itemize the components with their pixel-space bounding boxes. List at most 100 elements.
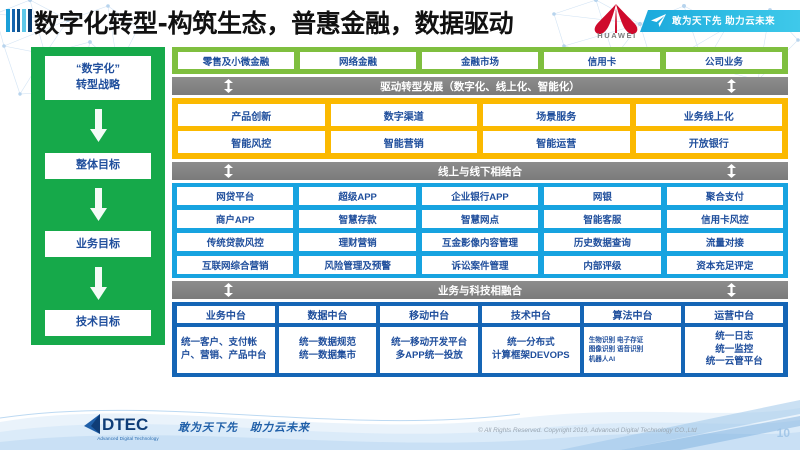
- connector-bar-online-offline: 线上与线下相结合: [172, 162, 788, 180]
- title-accent-stripes: [6, 9, 32, 32]
- arrow-down-icon-3: [89, 257, 107, 310]
- platform-header[interactable]: 移动中台: [380, 306, 479, 323]
- paper-plane-icon: [651, 14, 666, 27]
- connector-bar-drive-transformation: 驱动转型发展（数字化、线上化、智能化）: [172, 77, 788, 95]
- slogan-ribbon: [640, 10, 800, 32]
- platform-column-mobile: 移动中台 统一移动开发平台 多APP统一投放: [380, 306, 479, 373]
- platform-body: 统一日志 统一监控 统一云管平台: [685, 327, 784, 373]
- arrow-down-icon-2: [89, 179, 107, 232]
- platform-body: 统一分布式 计算框架DEVOPS: [482, 327, 580, 373]
- business-lines-band: 零售及小微金融 网络金融 金融市场 信用卡 公司业务: [172, 47, 788, 74]
- platform-body: 统一移动开发平台 多APP统一投放: [380, 327, 479, 373]
- strategy-label: 业务目标: [76, 237, 120, 250]
- strategy-label: 整体目标: [76, 158, 120, 171]
- channel-cell[interactable]: 网银: [544, 187, 661, 205]
- page-title: 数字化转型-构筑生态，普惠金融，数据驱动: [34, 9, 514, 38]
- channel-cell[interactable]: 智慧存款: [299, 210, 416, 228]
- transformation-row: 智能风控 智能营销 智能运营 开放银行: [178, 131, 782, 153]
- platform-header[interactable]: 技术中台: [482, 306, 580, 323]
- business-line-cell[interactable]: 网络金融: [300, 52, 416, 69]
- platform-column-data: 数据中台 统一数据规范 统一数据集市: [278, 306, 377, 373]
- page-number: 10: [776, 426, 790, 440]
- business-line-cell[interactable]: 公司业务: [666, 52, 782, 69]
- channel-cell[interactable]: 风险管理及预警: [299, 256, 416, 274]
- connector-label: 驱动转型发展（数字化、线上化、智能化）: [380, 80, 580, 93]
- transformation-cell[interactable]: 产品创新: [178, 104, 325, 126]
- platform-column-operations: 运营中台 统一日志 统一监控 统一云管平台: [685, 306, 784, 373]
- strategy-item-business-goal[interactable]: 业务目标: [45, 231, 151, 258]
- channel-cell[interactable]: 企业银行APP: [421, 187, 539, 205]
- architecture-stack: 零售及小微金融 网络金融 金融市场 信用卡 公司业务 驱动转型发展（数字化、线上…: [172, 47, 788, 377]
- transformation-cell[interactable]: 智能风控: [178, 131, 325, 153]
- channel-cell[interactable]: 网贷平台: [177, 187, 294, 205]
- channels-row: 商户APP 智慧存款 智慧网点 智能客服 信用卡风控: [177, 210, 784, 228]
- channel-cell[interactable]: 流量对接: [666, 233, 784, 251]
- transformation-cell[interactable]: 场景服务: [483, 104, 630, 126]
- platform-column-algorithm: 算法中台 生物识别 电子存证 图像识别 语音识别 机器人AI: [583, 306, 682, 373]
- business-line-cell[interactable]: 信用卡: [544, 52, 660, 69]
- channel-cell[interactable]: 历史数据查询: [544, 233, 661, 251]
- platforms-table: 业务中台 统一客户、支付帐户、营销、产品中台 数据中台 统一数据规范 统一数据集…: [177, 306, 784, 373]
- platform-header[interactable]: 运营中台: [685, 306, 784, 323]
- platforms-band: 业务中台 统一客户、支付帐户、营销、产品中台 数据中台 统一数据规范 统一数据集…: [172, 302, 788, 377]
- transformation-cell[interactable]: 开放银行: [635, 131, 782, 153]
- strategy-label-line1: “数字化”: [76, 63, 120, 76]
- huawei-logo-icon: [594, 4, 638, 35]
- transformation-band: 产品创新 数字渠道 场景服务 业务线上化 智能风控 智能营销 智能运营 开放银行: [172, 98, 788, 159]
- double-arrow-icon: [727, 79, 736, 93]
- channel-cell[interactable]: 聚合支付: [666, 187, 784, 205]
- channels-row: 传统贷款风控 理财营销 互金影像内容管理 历史数据查询 流量对接: [177, 233, 784, 251]
- arrow-down-icon-1: [89, 100, 107, 153]
- connector-label: 线上与线下相结合: [438, 165, 522, 178]
- platform-header[interactable]: 业务中台: [177, 306, 275, 323]
- double-arrow-icon: [224, 164, 233, 178]
- transformation-row: 产品创新 数字渠道 场景服务 业务线上化: [178, 104, 782, 126]
- strategy-item-digital-transformation[interactable]: “数字化” 转型战略: [45, 56, 151, 100]
- channel-cell[interactable]: 超级APP: [299, 187, 416, 205]
- business-line-cell[interactable]: 金融市场: [422, 52, 538, 69]
- channel-cell[interactable]: 互联网综合营销: [177, 256, 294, 274]
- svg-text:DTEC: DTEC: [102, 415, 148, 434]
- dtec-logo-subtitle: Advanced Digital Technology: [97, 436, 159, 441]
- transformation-cell[interactable]: 智能营销: [330, 131, 477, 153]
- platform-column-business: 业务中台 统一客户、支付帐户、营销、产品中台: [177, 306, 275, 373]
- strategy-item-technology-goal[interactable]: 技术目标: [45, 310, 151, 337]
- double-arrow-icon: [224, 79, 233, 93]
- strategy-label-line2: 转型战略: [76, 79, 120, 91]
- double-arrow-icon: [727, 283, 736, 297]
- connector-bar-business-technology: 业务与科技相融合: [172, 281, 788, 299]
- channel-cell[interactable]: 内部评级: [544, 256, 661, 274]
- channels-row: 网贷平台 超级APP 企业银行APP 网银 聚合支付: [177, 187, 784, 205]
- channel-cell[interactable]: 商户APP: [177, 210, 294, 228]
- double-arrow-icon: [224, 283, 233, 297]
- channel-cell[interactable]: 传统贷款风控: [177, 233, 294, 251]
- business-lines-row: 零售及小微金融 网络金融 金融市场 信用卡 公司业务: [178, 52, 782, 69]
- transformation-cell[interactable]: 智能运营: [483, 131, 630, 153]
- double-arrow-icon: [727, 164, 736, 178]
- strategy-label: 技术目标: [76, 316, 120, 329]
- channel-cell[interactable]: 资本充足评定: [666, 256, 784, 274]
- transformation-cell[interactable]: 业务线上化: [635, 104, 782, 126]
- channel-cell[interactable]: 智能客服: [544, 210, 661, 228]
- footer-slogan: 敢为天下先 助力云未来: [178, 422, 310, 434]
- channel-cell[interactable]: 理财营销: [299, 233, 416, 251]
- slogan-ribbon-text: 敢为天下先 助力云未来: [672, 16, 776, 27]
- transformation-cell[interactable]: 数字渠道: [330, 104, 477, 126]
- platform-header[interactable]: 算法中台: [583, 306, 682, 323]
- channel-cell[interactable]: 互金影像内容管理: [421, 233, 539, 251]
- channel-cell[interactable]: 智慧网点: [421, 210, 539, 228]
- platform-body: 生物识别 电子存证 图像识别 语音识别 机器人AI: [583, 327, 682, 373]
- channel-cell[interactable]: 信用卡风控: [666, 210, 784, 228]
- strategy-item-overall-goal[interactable]: 整体目标: [45, 152, 151, 179]
- footer-swoosh-decoration: [0, 400, 800, 450]
- strategy-column: “数字化” 转型战略 整体目标 业务目标 技术目标: [31, 47, 165, 345]
- channel-cell[interactable]: 诉讼案件管理: [421, 256, 539, 274]
- platform-body: 统一客户、支付帐户、营销、产品中台: [177, 327, 275, 373]
- dtec-logo-icon: DTEC: [84, 414, 148, 434]
- channels-row: 互联网综合营销 风险管理及预警 诉讼案件管理 内部评级 资本充足评定: [177, 256, 784, 274]
- business-line-cell[interactable]: 零售及小微金融: [178, 52, 294, 69]
- channels-band: 网贷平台 超级APP 企业银行APP 网银 聚合支付 商户APP 智慧存款 智慧…: [172, 183, 788, 278]
- footer-copyright: © All Rights Reserved. Copyright 2019, A…: [478, 427, 697, 434]
- platform-header[interactable]: 数据中台: [278, 306, 377, 323]
